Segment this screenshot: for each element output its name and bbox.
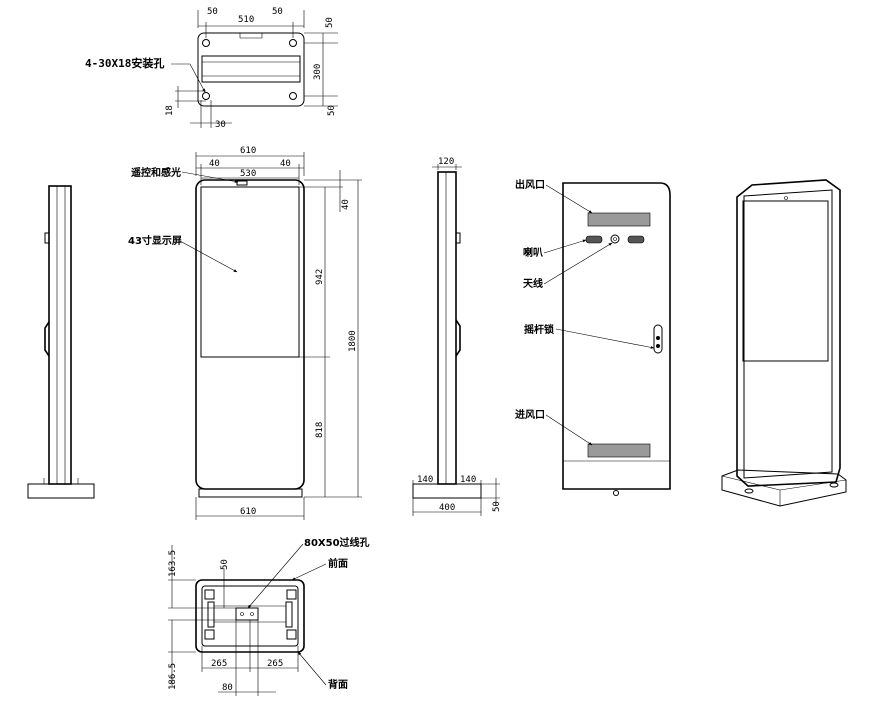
dim-front-1800: 1800 xyxy=(348,330,358,352)
dim-top-50: 50 xyxy=(325,17,335,28)
dim-side-120: 120 xyxy=(438,157,454,167)
callout-cable-hole: 80X50过线孔 xyxy=(304,536,370,549)
speaker-left xyxy=(585,235,603,244)
callout-lever-lock: 摇杆锁 xyxy=(524,323,554,336)
antenna-port xyxy=(610,234,620,244)
left-side-view xyxy=(27,185,95,499)
callout-mounting-holes: 4-30X18安装孔 xyxy=(85,56,164,70)
cable-hole xyxy=(235,607,259,621)
callout-front: 前面 xyxy=(328,557,348,570)
dim-front-610-bottom: 610 xyxy=(240,507,256,517)
dim-base-186-5: 186.5 xyxy=(168,663,178,690)
dim-depth-300: 300 xyxy=(313,64,323,80)
mounting-hole xyxy=(289,92,297,100)
dim-front-530: 530 xyxy=(240,169,256,179)
callout-speaker: 喇叭 xyxy=(523,246,543,259)
dim-base-80: 80 xyxy=(222,683,233,693)
dim-front-40-left: 40 xyxy=(209,159,220,169)
air-inlet-vent xyxy=(587,443,651,458)
dim-side-140-right: 140 xyxy=(460,475,476,485)
back-view: 出风口 喇叭 天线 摇杆锁 进风口 xyxy=(515,178,671,496)
dim-top-510: 510 xyxy=(238,15,254,25)
dim-base-50: 50 xyxy=(220,559,230,570)
callout-antenna: 天线 xyxy=(523,277,543,290)
right-side-view: 120 140 140 400 50 xyxy=(412,157,502,516)
dim-base-265-right: 265 xyxy=(267,659,283,669)
callout-back: 背面 xyxy=(328,678,348,691)
speaker-right xyxy=(627,235,645,244)
top-view: 50 510 50 50 300 50 18 30 4-30X18安装孔 xyxy=(85,7,338,130)
callout-air-outlet: 出风口 xyxy=(515,178,545,191)
dim-front-942: 942 xyxy=(315,269,325,285)
dim-front-40-right: 40 xyxy=(280,159,291,169)
dim-side-140-left: 140 xyxy=(417,475,433,485)
dim-30: 30 xyxy=(215,120,226,130)
callout-display: 43寸显示屏 xyxy=(128,234,182,247)
mounting-hole xyxy=(289,39,297,47)
dim-side-400: 400 xyxy=(439,503,455,513)
isometric-view xyxy=(721,179,847,507)
mounting-hole xyxy=(202,39,210,47)
dim-front-818: 818 xyxy=(315,422,325,438)
dim-top-right-50: 50 xyxy=(272,7,283,17)
air-outlet-vent xyxy=(587,212,651,227)
front-view: 610 40 40 530 40 942 818 1800 610 遥控和感光 … xyxy=(128,146,362,520)
dim-side-50: 50 xyxy=(492,501,502,512)
dim-base-265-left: 265 xyxy=(211,659,227,669)
dim-front-40-top: 40 xyxy=(341,199,351,210)
base-view: 163.5 186.5 50 265 265 80 80X50过线孔 前面 背面 xyxy=(168,536,370,696)
dim-18: 18 xyxy=(165,105,175,116)
callout-air-inlet: 进风口 xyxy=(515,408,545,421)
dim-base-163-5: 163.5 xyxy=(168,550,178,577)
dim-bottom-50: 50 xyxy=(327,105,337,116)
dim-top-left-50: 50 xyxy=(207,7,218,17)
dim-front-610-top: 610 xyxy=(240,146,256,156)
mounting-hole xyxy=(202,92,210,100)
callout-remote-sensor: 遥控和感光 xyxy=(131,166,181,179)
lever-lock xyxy=(653,324,663,354)
